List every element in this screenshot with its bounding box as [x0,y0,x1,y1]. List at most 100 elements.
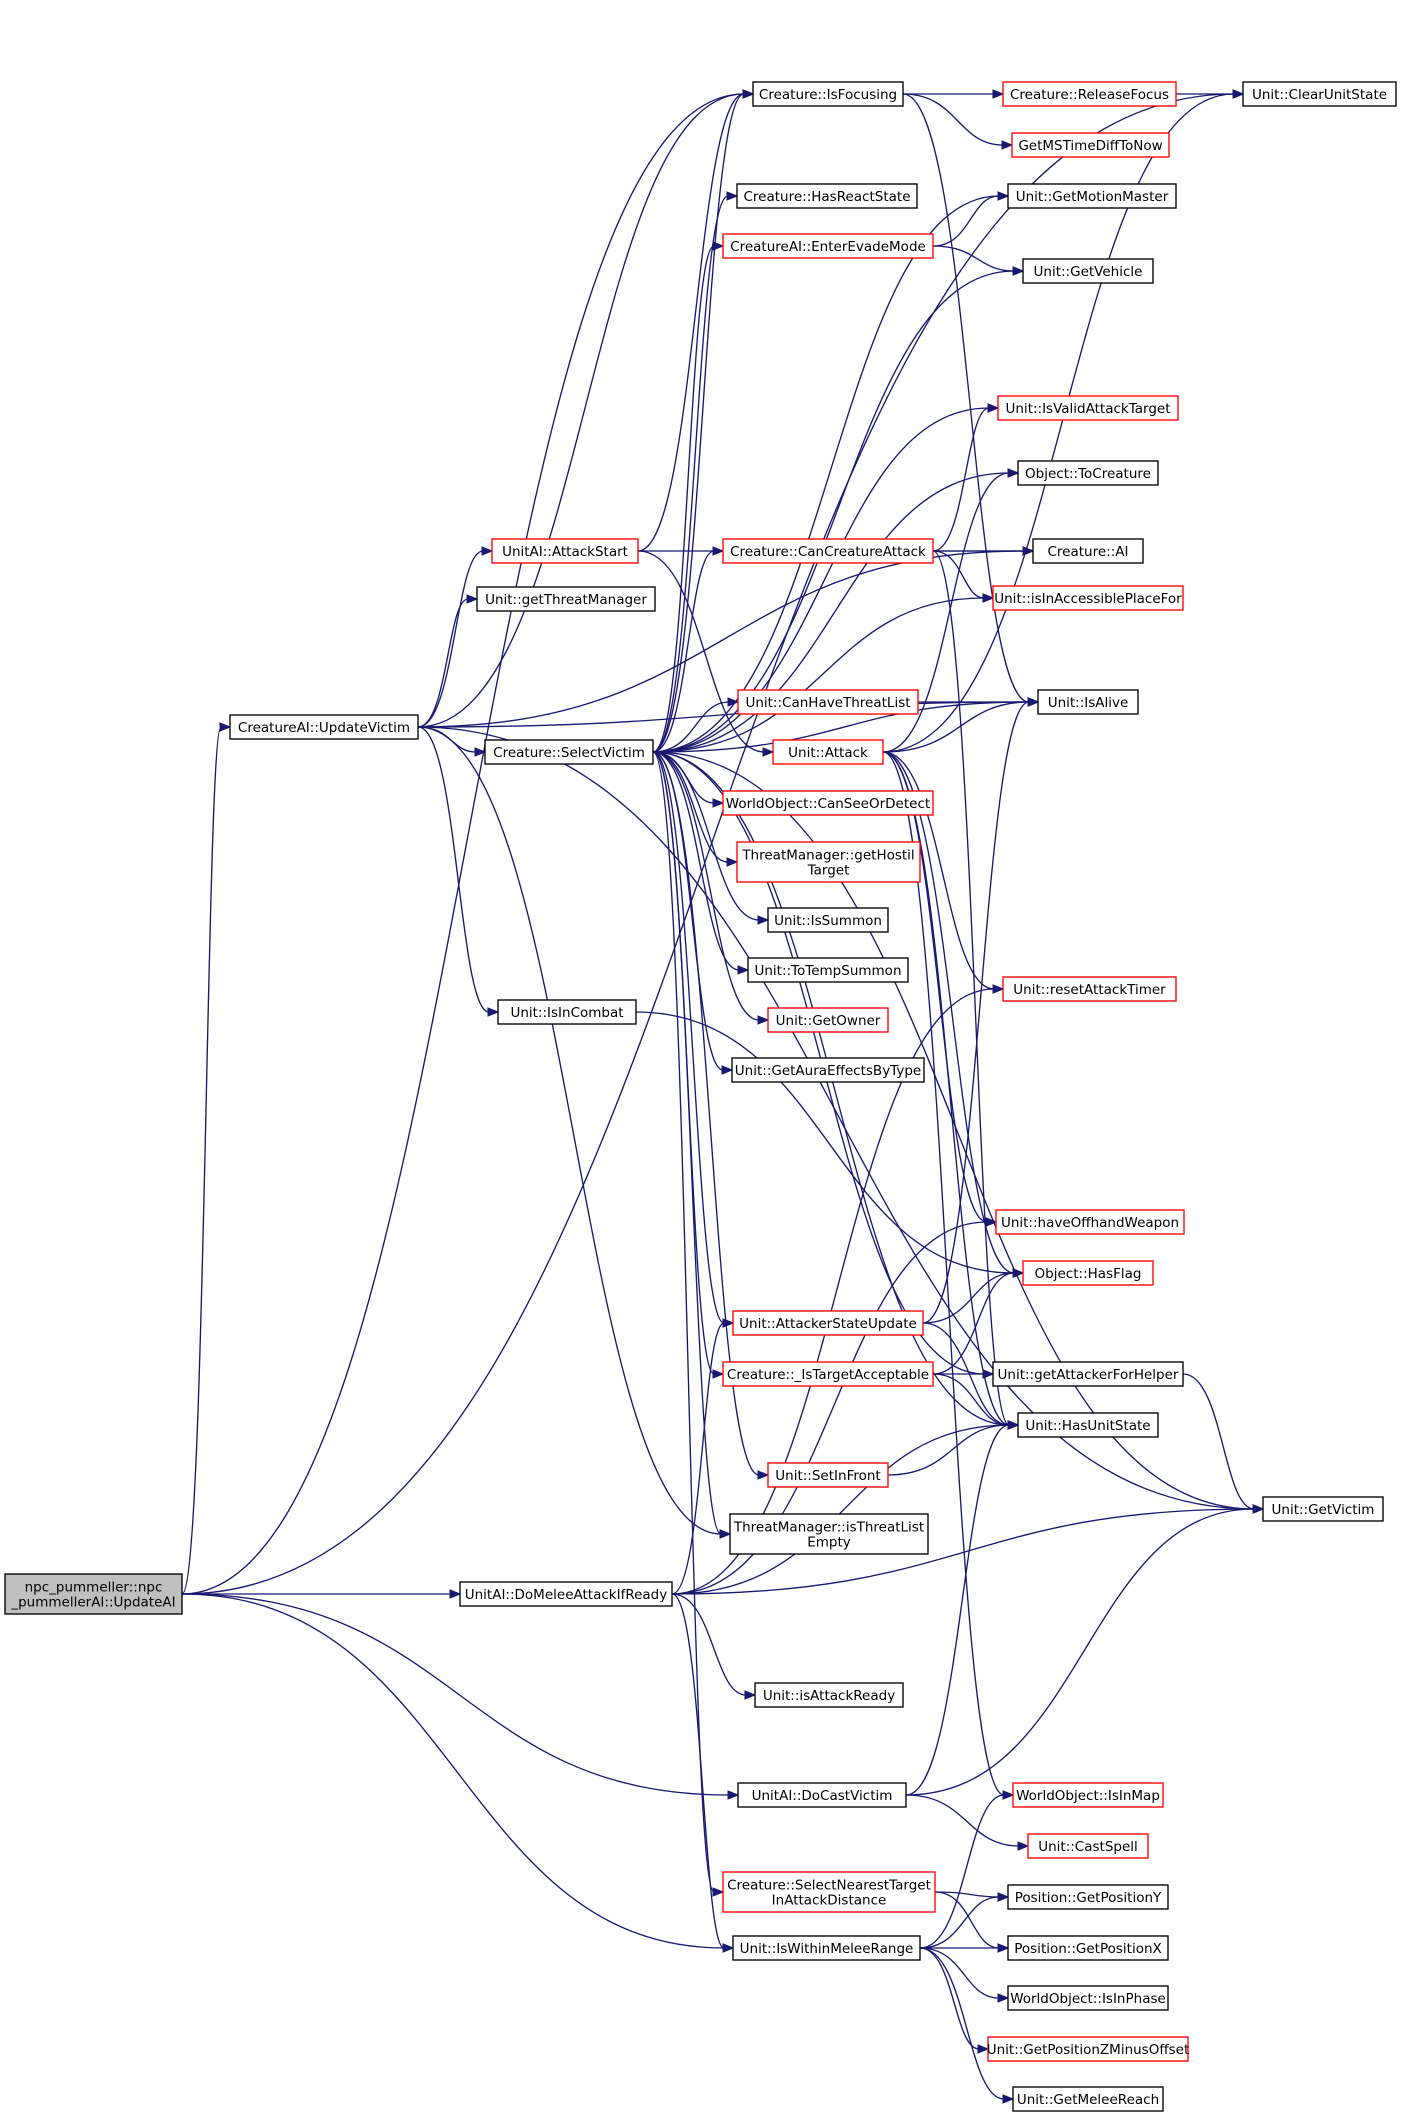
node-attack[interactable]: Unit::Attack [772,739,884,765]
node-box-getvehicle[interactable] [1022,258,1154,284]
node-box-getvictim[interactable] [1262,1496,1384,1522]
node-box-isattackready[interactable] [754,1682,904,1708]
node-getpositionx[interactable]: Position::GetPositionX [1007,1935,1169,1961]
node-box-getpositiony[interactable] [1007,1884,1169,1910]
node-box-getpositionx[interactable] [1007,1935,1169,1961]
node-getowner[interactable]: Unit::GetOwner [767,1007,889,1033]
node-box-cancreatureattack[interactable] [722,538,934,564]
node-attackstart[interactable]: UnitAI::AttackStart [491,538,639,564]
node-isalive[interactable]: Unit::IsAlive [1037,689,1139,715]
node-issummon[interactable]: Unit::IsSummon [767,907,889,933]
node-box-domelee[interactable] [459,1581,673,1607]
node-tocreature[interactable]: Object::ToCreature [1017,460,1159,486]
node-iswithinmelee[interactable]: Unit::IsWithinMeleeRange [732,1935,921,1961]
node-castspell[interactable]: Unit::CastSpell [1027,1833,1149,1859]
node-getpositionz[interactable]: Unit::GetPositionZMinusOffset [987,2036,1190,2062]
node-box-isinphase[interactable] [1007,1985,1169,2011]
node-box-issummon[interactable] [767,907,889,933]
node-box-istargetacceptable[interactable] [722,1361,934,1387]
node-box-canseeordetect[interactable] [722,790,934,816]
node-box-canhavethreat[interactable] [737,689,919,715]
node-box-selectvictim[interactable] [484,739,654,765]
node-isinaccessible[interactable]: Unit::isInAccessiblePlaceFor [992,585,1184,611]
node-box-getattackerforhelper[interactable] [992,1361,1184,1387]
node-domelee[interactable]: UnitAI::DoMeleeAttackIfReady [459,1581,673,1607]
node-box-isinmap[interactable] [1012,1782,1164,1808]
node-hasunitstate[interactable]: Unit::HasUnitState [1017,1412,1159,1438]
node-getmotionmaster[interactable]: Unit::GetMotionMaster [1007,183,1177,209]
node-hasflag[interactable]: Object::HasFlag [1022,1260,1154,1286]
node-box-isinaccessible[interactable] [992,585,1184,611]
node-releasefocus[interactable]: Creature::ReleaseFocus [1002,81,1177,107]
node-box-iswithinmelee[interactable] [732,1935,921,1961]
node-box-attackstart[interactable] [491,538,639,564]
node-box-isfocusing[interactable] [752,81,904,107]
node-getmeleereach[interactable]: Unit::GetMeleeReach [1012,2086,1164,2112]
node-hasreactstate[interactable]: Creature::HasReactState [736,183,918,209]
node-box-hasreactstate[interactable] [736,183,918,209]
node-selectnearest[interactable]: Creature::SelectNearestTargetInAttackDis… [722,1871,936,1913]
node-istargetacceptable[interactable]: Creature::_IsTargetAcceptable [722,1361,934,1387]
node-box-totempsummon[interactable] [747,957,909,983]
node-box-gethostile[interactable] [736,841,921,883]
node-box-castspell[interactable] [1027,1833,1149,1859]
node-box-attackerstateupdate[interactable] [732,1310,924,1336]
node-box-updatevictim[interactable] [229,714,419,740]
node-clearunitstate[interactable]: Unit::ClearUnitState [1242,81,1397,107]
node-creatureai[interactable]: Creature::AI [1032,538,1144,564]
node-box-hasflag[interactable] [1022,1260,1154,1286]
node-box-root[interactable] [4,1573,183,1615]
node-isattackready[interactable]: Unit::isAttackReady [754,1682,904,1708]
node-box-docastvictim[interactable] [737,1782,907,1808]
node-canhavethreat[interactable]: Unit::CanHaveThreatList [737,689,919,715]
node-cancreatureattack[interactable]: Creature::CanCreatureAttack [722,538,934,564]
node-box-creatureai[interactable] [1032,538,1144,564]
node-selectvictim[interactable]: Creature::SelectVictim [484,739,654,765]
node-box-isthreatlistempty[interactable] [729,1513,929,1555]
node-box-getpositionz[interactable] [987,2036,1189,2062]
node-getattackerforhelper[interactable]: Unit::getAttackerForHelper [992,1361,1184,1387]
node-box-enterevade[interactable] [722,233,934,259]
node-box-getthreatmgr[interactable] [476,586,656,612]
node-box-isincombat[interactable] [497,999,637,1025]
node-isinphase[interactable]: WorldObject::IsInPhase [1007,1985,1169,2011]
node-docastvictim[interactable]: UnitAI::DoCastVictim [737,1782,907,1808]
node-canseeordetect[interactable]: WorldObject::CanSeeOrDetect [722,790,934,816]
node-box-getauraeffects[interactable] [731,1057,925,1083]
node-isincombat[interactable]: Unit::IsInCombat [497,999,637,1025]
node-box-attack[interactable] [772,739,884,765]
node-setinfront[interactable]: Unit::SetInFront [767,1462,889,1488]
node-box-getmstimediff[interactable] [1011,132,1170,158]
node-getvehicle[interactable]: Unit::GetVehicle [1022,258,1154,284]
node-box-tocreature[interactable] [1017,460,1159,486]
node-updatevictim[interactable]: CreatureAI::UpdateVictim [229,714,419,740]
node-attackerstateupdate[interactable]: Unit::AttackerStateUpdate [732,1310,924,1336]
node-isinmap[interactable]: WorldObject::IsInMap [1012,1782,1164,1808]
node-isfocusing[interactable]: Creature::IsFocusing [752,81,904,107]
node-box-isvalidattacktarget[interactable] [997,395,1179,421]
node-getvictim[interactable]: Unit::GetVictim [1262,1496,1384,1522]
node-box-resetattacktimer[interactable] [1002,976,1177,1002]
node-box-getmotionmaster[interactable] [1007,183,1177,209]
node-box-clearunitstate[interactable] [1242,81,1397,107]
node-getthreatmgr[interactable]: Unit::getThreatManager [476,586,656,612]
node-box-getmeleereach[interactable] [1012,2086,1164,2112]
node-box-releasefocus[interactable] [1002,81,1177,107]
node-haveoffhand[interactable]: Unit::haveOffhandWeapon [995,1209,1185,1235]
node-box-isalive[interactable] [1037,689,1139,715]
node-box-selectnearest[interactable] [722,1871,936,1913]
node-resetattacktimer[interactable]: Unit::resetAttackTimer [1002,976,1177,1002]
node-box-setinfront[interactable] [767,1462,889,1488]
node-box-hasunitstate[interactable] [1017,1412,1159,1438]
node-getauraeffects[interactable]: Unit::GetAuraEffectsByType [731,1057,925,1083]
node-totempsummon[interactable]: Unit::ToTempSummon [747,957,909,983]
node-getmstimediff[interactable]: GetMSTimeDiffToNow [1011,132,1170,158]
node-isvalidattacktarget[interactable]: Unit::IsValidAttackTarget [997,395,1179,421]
node-root[interactable]: npc_pummeller::npc_pummellerAI::UpdateAI [4,1573,183,1615]
node-getpositiony[interactable]: Position::GetPositionY [1007,1884,1169,1910]
node-box-getowner[interactable] [767,1007,889,1033]
node-box-haveoffhand[interactable] [995,1209,1185,1235]
node-enterevade[interactable]: CreatureAI::EnterEvadeMode [722,233,934,259]
